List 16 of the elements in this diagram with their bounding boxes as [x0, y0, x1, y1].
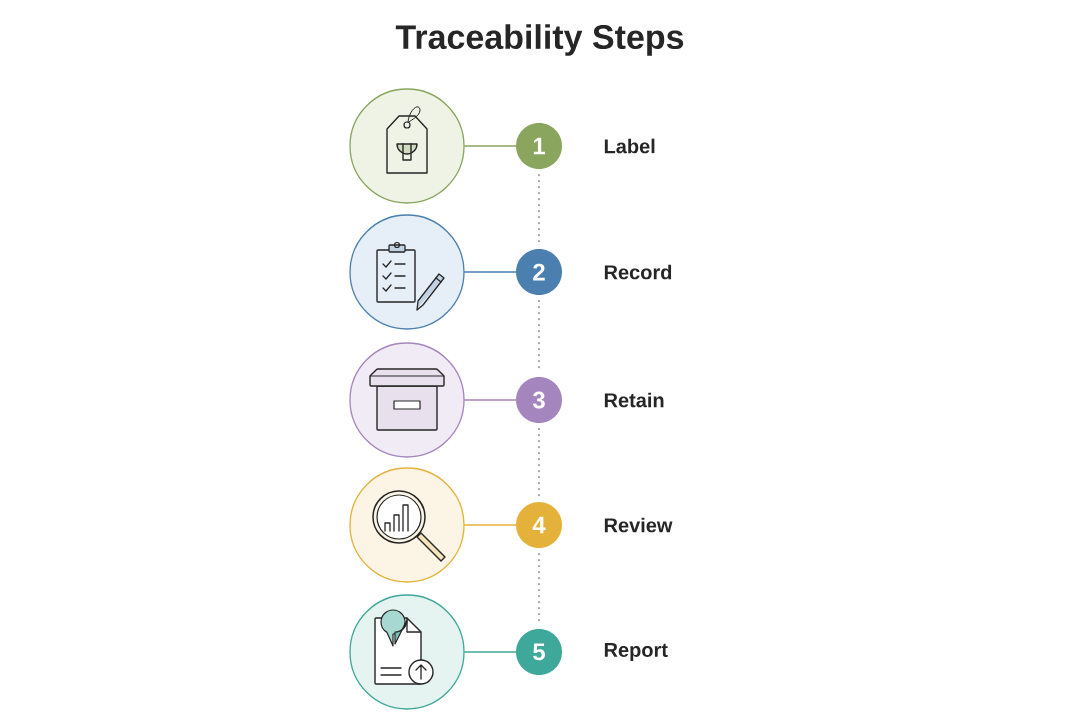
step-label: Record — [604, 264, 672, 280]
icon-circle — [349, 88, 465, 204]
connector-line — [463, 145, 517, 147]
step-label: Review — [604, 517, 673, 533]
dotted-connector — [537, 428, 541, 497]
dotted-connector — [537, 174, 541, 244]
connector-line — [463, 524, 517, 526]
step-label: Report — [604, 643, 668, 661]
step-label: Retain — [604, 392, 664, 408]
connector-line — [463, 651, 517, 653]
dotted-connector — [537, 553, 541, 624]
step-label: Label — [604, 138, 655, 154]
title: Traceability Steps — [395, 24, 684, 56]
connector-line — [463, 271, 517, 273]
connector-line — [463, 399, 517, 401]
icon-circle — [349, 214, 465, 330]
